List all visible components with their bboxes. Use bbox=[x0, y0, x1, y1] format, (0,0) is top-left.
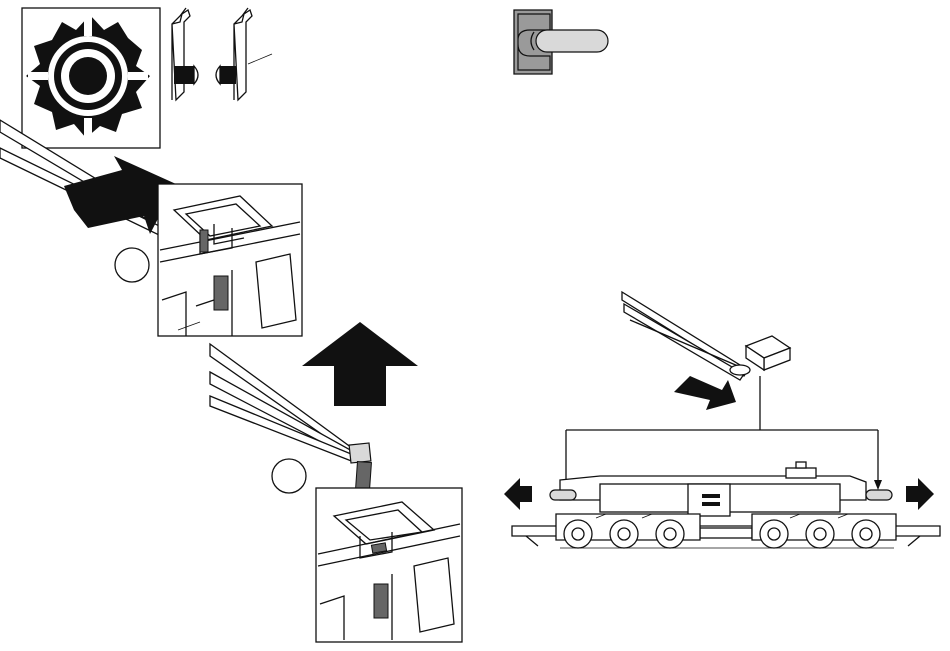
grey-coupler-part bbox=[514, 10, 608, 74]
locomotive-chassis bbox=[512, 462, 940, 548]
lift-arrow bbox=[302, 322, 418, 406]
coupler-knuckle bbox=[730, 336, 790, 375]
step-marker-2 bbox=[272, 459, 306, 493]
gear-detail-box bbox=[22, 8, 160, 148]
step-marker-1 bbox=[115, 248, 149, 282]
tweezers-right bbox=[622, 292, 748, 380]
cutaway-view-2 bbox=[316, 488, 462, 642]
coupler-right bbox=[866, 490, 892, 500]
spring-clip-before bbox=[172, 8, 198, 100]
leader-line bbox=[248, 54, 272, 64]
cutaway-view-1 bbox=[158, 184, 302, 336]
coupler-left bbox=[550, 490, 576, 500]
left-arrow bbox=[504, 478, 532, 510]
right-arrow bbox=[906, 478, 934, 510]
push-arrow bbox=[674, 376, 736, 410]
spring-clip-after bbox=[216, 8, 272, 100]
